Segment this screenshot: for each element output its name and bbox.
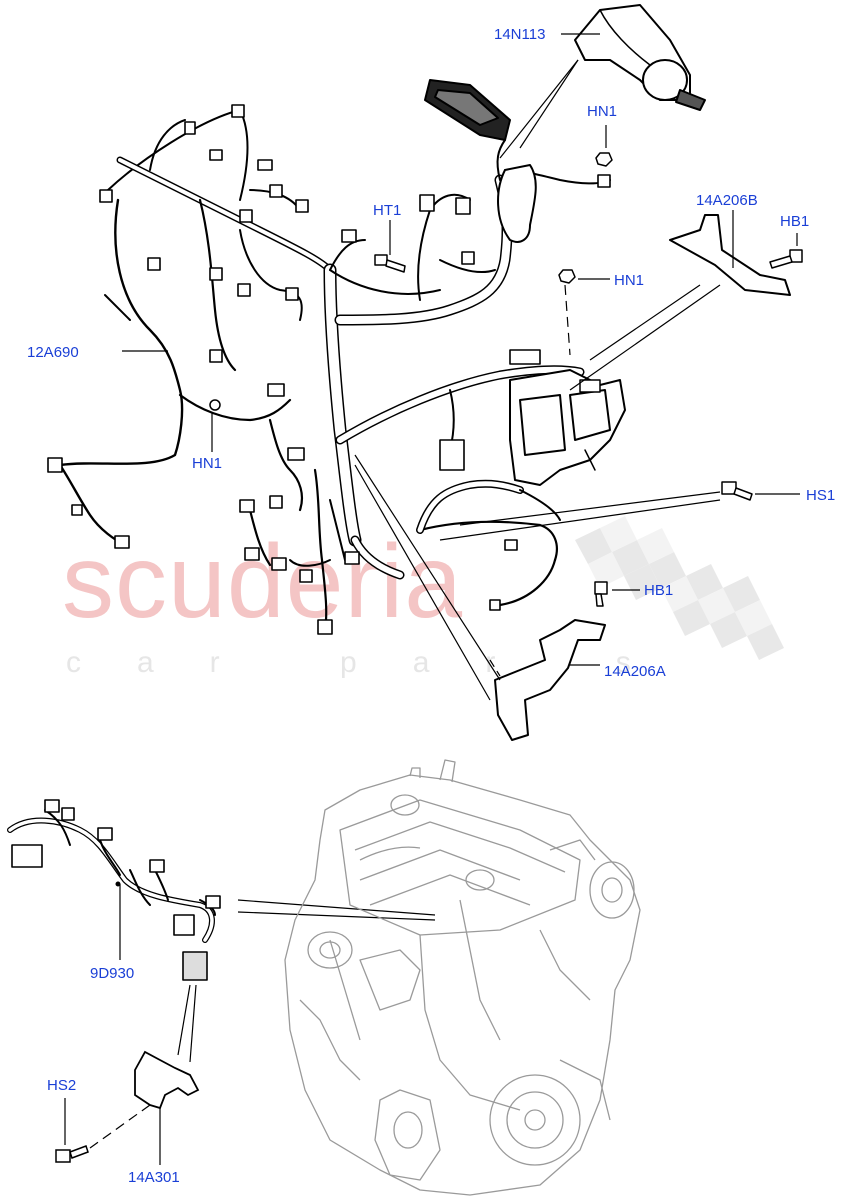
callout-hn1-top[interactable]: HN1 <box>587 103 618 120</box>
bracket-14A206A <box>494 619 606 741</box>
callout-hn1-mid[interactable]: HN1 <box>614 272 645 289</box>
callout-hs1[interactable]: HS1 <box>806 487 836 504</box>
sensor-14N113 <box>574 4 706 111</box>
callout-hb1-low[interactable]: HB1 <box>644 582 674 599</box>
callout-14A206B[interactable]: 14A206B <box>696 192 758 209</box>
bracket-14A206B <box>669 214 791 296</box>
callout-hn1-low[interactable]: HN1 <box>192 455 223 472</box>
nut-hn1-top-part <box>209 152 613 411</box>
engine-harness-12A690 <box>47 4 803 741</box>
watermark-checker-flag <box>575 516 784 660</box>
callout-12A690[interactable]: 12A690 <box>27 344 79 361</box>
junction-box <box>509 369 626 486</box>
stud-ht1 <box>374 254 406 273</box>
leader-lines-lower <box>64 884 436 1165</box>
callout-14A206A[interactable]: 14A206A <box>604 663 666 680</box>
duct-assembly <box>424 79 537 243</box>
callout-9D930[interactable]: 9D930 <box>90 965 135 982</box>
bracket-14A301 <box>134 1050 200 1110</box>
engine-block <box>284 759 641 1196</box>
callout-14N113[interactable]: 14N113 <box>494 26 546 43</box>
injector-harness-9D930 <box>7 799 221 981</box>
callout-hs2[interactable]: HS2 <box>47 1077 77 1094</box>
leader-lines <box>122 33 800 701</box>
bolt-hb1-low <box>594 581 608 607</box>
screw-hs1 <box>721 481 753 501</box>
callout-hb1-top[interactable]: HB1 <box>780 213 810 230</box>
bolt-hb1-top <box>769 249 803 269</box>
callout-14A301[interactable]: 14A301 <box>128 1169 180 1186</box>
callout-ht1[interactable]: HT1 <box>373 202 402 219</box>
screw-hs2 <box>55 1145 89 1163</box>
